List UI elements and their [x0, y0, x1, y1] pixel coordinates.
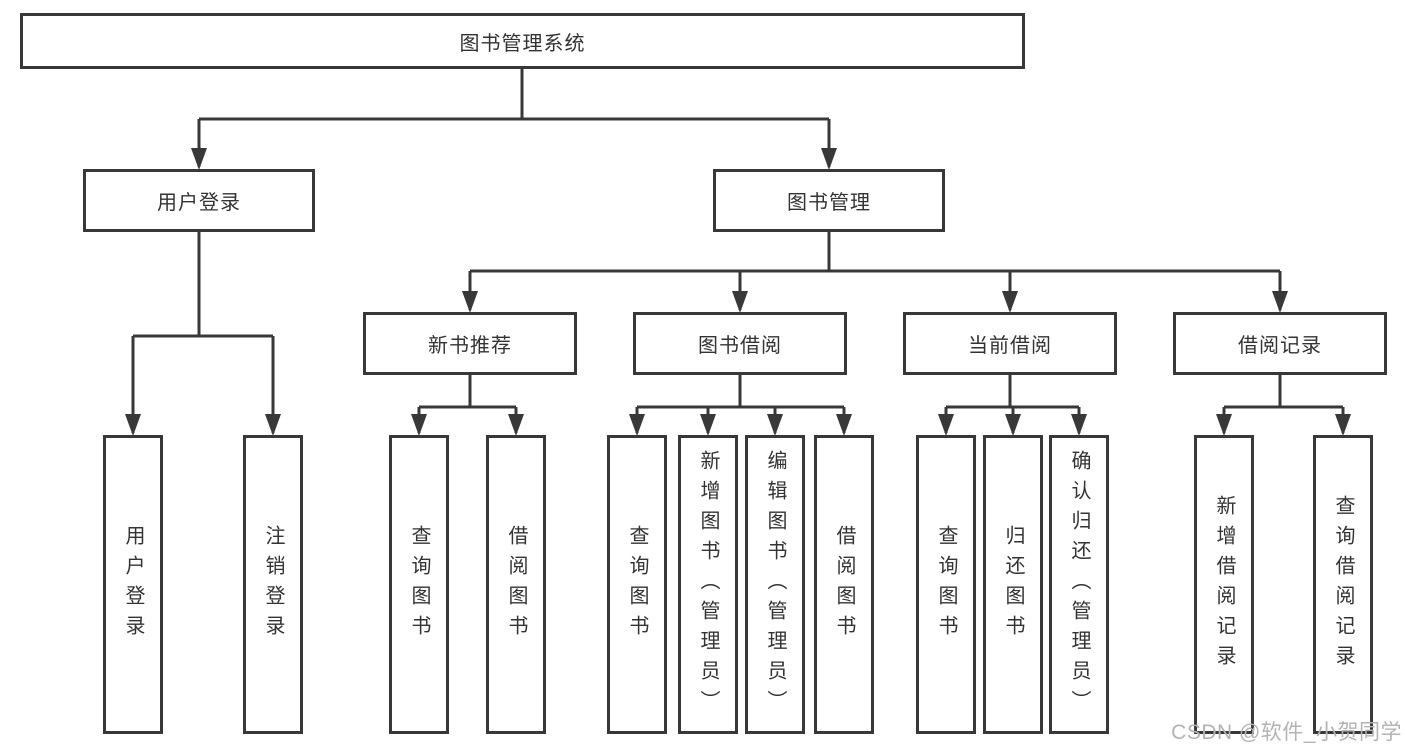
leaf-borrow-books-recommend: 借阅图书	[486, 435, 546, 734]
leaf-add-book-admin-label: 新增图书（管理员）	[697, 449, 719, 720]
leaf-logout: 注销登录	[243, 435, 303, 734]
leaf-confirm-return-admin: 确认归还（管理员）	[1049, 435, 1109, 734]
leaf-user-login: 用户登录	[103, 435, 163, 734]
leaf-user-login-label: 用户登录	[122, 524, 144, 645]
leaf-query-borrow-record-label: 查询借阅记录	[1332, 494, 1354, 675]
leaf-add-borrow-record: 新增借阅记录	[1194, 435, 1254, 734]
leaf-edit-book-admin: 编辑图书（管理员）	[745, 435, 805, 734]
leaf-add-borrow-record-label: 新增借阅记录	[1213, 494, 1235, 675]
leaf-return-book: 归还图书	[983, 435, 1043, 734]
node-book-borrow-label: 图书借阅	[698, 335, 782, 357]
leaf-query-books-recommend: 查询图书	[389, 435, 449, 734]
node-library-system-label: 图书管理系统	[459, 32, 586, 55]
leaf-query-books-current-label: 查询图书	[935, 524, 957, 645]
node-library-system: 图书管理系统	[20, 13, 1025, 69]
node-user-login-branch: 用户登录	[83, 169, 315, 232]
leaf-query-books-recommend-label: 查询图书	[408, 524, 430, 645]
leaf-query-books-current: 查询图书	[916, 435, 976, 734]
leaf-query-borrow-record: 查询借阅记录	[1313, 435, 1373, 734]
node-new-book-recommend-label: 新书推荐	[428, 335, 512, 357]
node-new-book-recommend: 新书推荐	[363, 312, 577, 375]
node-user-login-branch-label: 用户登录	[157, 192, 241, 214]
tree-edges	[131, 69, 1345, 433]
node-book-management: 图书管理	[713, 169, 945, 232]
leaf-add-book-admin: 新增图书（管理员）	[678, 435, 738, 734]
leaf-borrow-books-label: 借阅图书	[833, 524, 855, 645]
leaf-borrow-books-recommend-label: 借阅图书	[505, 524, 527, 645]
leaf-query-books-borrow-label: 查询图书	[626, 524, 648, 645]
node-current-borrow-label: 当前借阅	[968, 335, 1052, 357]
leaf-query-books-borrow: 查询图书	[607, 435, 667, 734]
node-current-borrow: 当前借阅	[903, 312, 1117, 375]
leaf-borrow-books: 借阅图书	[814, 435, 874, 734]
node-borrow-records-label: 借阅记录	[1238, 335, 1322, 357]
node-book-management-label: 图书管理	[787, 192, 871, 214]
leaf-confirm-return-admin-label: 确认归还（管理员）	[1068, 449, 1090, 720]
leaf-logout-label: 注销登录	[262, 524, 284, 645]
watermark: CSDN @软件_小贺同学	[1171, 721, 1402, 744]
leaf-return-book-label: 归还图书	[1002, 524, 1024, 645]
leaf-edit-book-admin-label: 编辑图书（管理员）	[764, 449, 786, 720]
node-book-borrow: 图书借阅	[633, 312, 847, 375]
node-borrow-records: 借阅记录	[1173, 312, 1387, 375]
